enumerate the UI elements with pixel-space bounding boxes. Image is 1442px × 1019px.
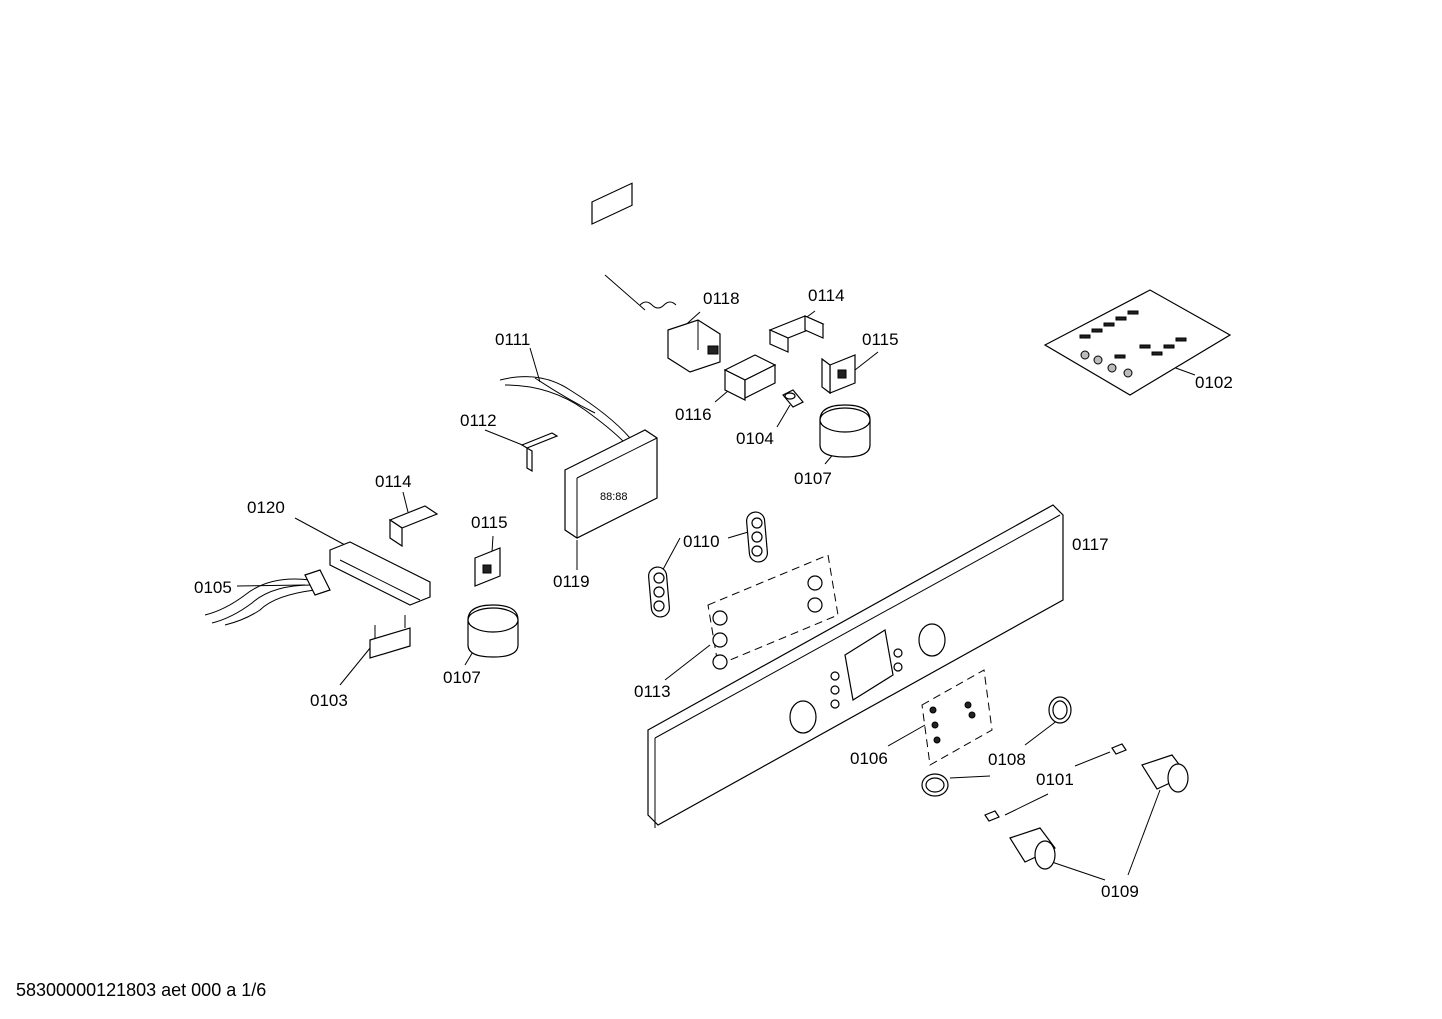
label-0119: 0119 xyxy=(553,572,590,591)
label-0107-top: 0107 xyxy=(794,469,832,488)
lamp-0104 xyxy=(782,389,804,408)
clip-0114-top xyxy=(768,315,825,353)
label-0114-top: 0114 xyxy=(808,286,845,305)
part-labels: 0118 0114 0111 0115 0102 0112 0116 0104 … xyxy=(194,286,1233,901)
label-0106: 0106 xyxy=(850,749,888,768)
thermostat-0118 xyxy=(604,274,721,373)
switch-0115-top xyxy=(821,354,856,395)
label-0116: 0116 xyxy=(675,405,712,424)
label-0107-left: 0107 xyxy=(443,668,481,687)
timer-module-0119: 88:88 xyxy=(564,182,658,539)
label-0114-left: 0114 xyxy=(375,472,412,491)
bracket-0112 xyxy=(520,432,559,473)
wires-0105 xyxy=(204,569,331,626)
bag-of-screws-0102 xyxy=(1043,289,1232,396)
button-set-0113 xyxy=(707,554,839,670)
leader-lines xyxy=(236,310,1196,881)
label-0105: 0105 xyxy=(194,578,232,597)
springs-0101 xyxy=(984,743,1127,822)
label-0113: 0113 xyxy=(634,682,671,701)
screws-0106 xyxy=(921,669,993,766)
document-id-footer: 58300000121803 aet 000 a 1/6 xyxy=(16,980,267,1000)
switch-0115-left xyxy=(474,547,501,587)
svg-text:88:88: 88:88 xyxy=(600,491,628,503)
label-0101: 0101 xyxy=(1036,770,1074,789)
label-0103: 0103 xyxy=(310,691,348,710)
label-0102: 0102 xyxy=(1195,373,1233,392)
label-0110: 0110 xyxy=(683,532,720,551)
label-0115-left: 0115 xyxy=(471,513,508,532)
label-0104: 0104 xyxy=(736,429,774,448)
knob-housing-0107-left xyxy=(467,604,519,658)
holder-0116 xyxy=(723,354,777,401)
label-0109: 0109 xyxy=(1101,882,1139,901)
label-0112: 0112 xyxy=(460,411,497,430)
label-0111: 0111 xyxy=(495,330,530,349)
knobs-0109 xyxy=(1009,754,1189,870)
clip-0114-left xyxy=(388,505,439,548)
switch-block-0120 xyxy=(329,541,431,606)
control-panel-0117 xyxy=(647,504,1064,828)
label-0120: 0120 xyxy=(247,498,285,517)
label-0108: 0108 xyxy=(988,750,1026,769)
label-0118: 0118 xyxy=(703,289,740,308)
bracket-0103 xyxy=(369,615,411,659)
wire-harness-0111 xyxy=(499,376,634,453)
label-0115-top: 0115 xyxy=(862,330,899,349)
light-pipes-0110 xyxy=(648,511,768,618)
label-0117: 0117 xyxy=(1072,535,1109,554)
rings-0108 xyxy=(921,696,1072,797)
knob-housing-0107-top xyxy=(819,404,871,458)
